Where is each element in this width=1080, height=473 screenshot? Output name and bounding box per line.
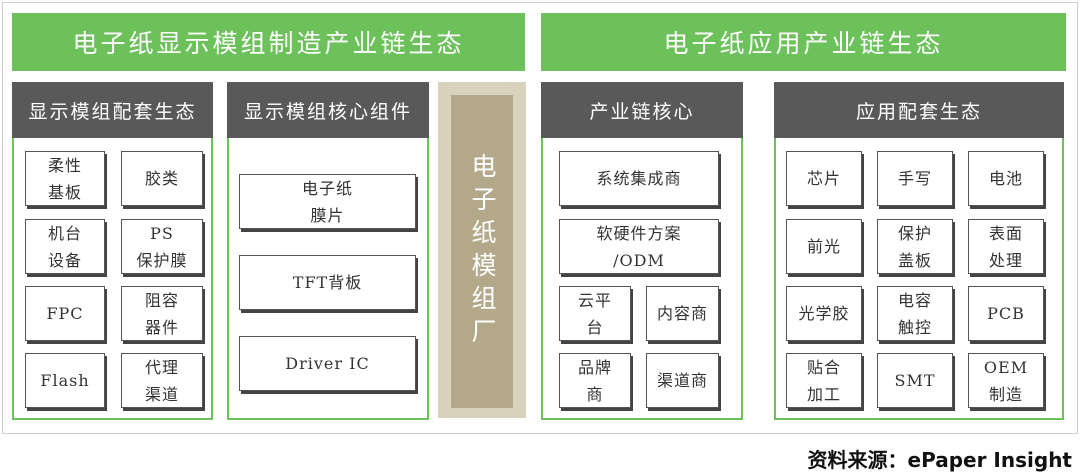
item-front-light: 前光	[786, 219, 862, 274]
item-oem-manufacturing: OEM 制造	[968, 353, 1044, 408]
item-system-integrator: 系统集成商	[559, 151, 719, 206]
diagram-frame	[2, 2, 1078, 434]
item-tft-backplane: TFT背板	[239, 255, 416, 310]
panel-title: 应用配套生态	[774, 82, 1064, 138]
item-ps-protective-film: PS 保护膜	[121, 219, 203, 274]
item-protective-cover: 保护 盖板	[877, 219, 953, 274]
panel-title: 显示模组核心组件	[227, 82, 429, 138]
item-capacitive-touch: 电容 触控	[877, 286, 953, 341]
item-channel-dealer: 渠道商	[646, 353, 719, 408]
item-smt: SMT	[877, 353, 953, 408]
item-flexible-substrate: 柔性 基板	[25, 151, 105, 206]
item-software-hardware-odm: 软硬件方案 /ODM	[559, 219, 719, 274]
item-surface-treatment: 表面 处理	[968, 219, 1044, 274]
item-fpc: FPC	[25, 286, 105, 341]
item-machine-equipment: 机台 设备	[25, 219, 105, 274]
item-content-provider: 内容商	[646, 286, 719, 341]
item-brand-owner: 品牌 商	[559, 353, 631, 408]
panel-title: 显示模组配套生态	[12, 82, 213, 138]
item-rc-components: 阻容 器件	[121, 286, 203, 341]
item-adhesives: 胶类	[121, 151, 203, 206]
item-flash: Flash	[25, 353, 105, 408]
banner-display-module-ecosystem: 电子纸显示模组制造产业链生态	[12, 13, 525, 71]
item-handwriting: 手写	[877, 151, 953, 206]
item-epaper-film: 电子纸 膜片	[239, 174, 416, 229]
item-optical-adhesive: 光学胶	[786, 286, 862, 341]
item-pcb: PCB	[968, 286, 1044, 341]
item-driver-ic: Driver IC	[239, 336, 416, 391]
item-chip: 芯片	[786, 151, 862, 206]
item-cloud-platform: 云平 台	[559, 286, 631, 341]
banner-application-ecosystem: 电子纸应用产业链生态	[541, 13, 1066, 71]
panel-title: 产业链核心	[541, 82, 743, 138]
item-lamination: 贴合 加工	[786, 353, 862, 408]
item-battery: 电池	[968, 151, 1044, 206]
item-agent-channels: 代理 渠道	[121, 353, 203, 408]
source-caption: 资料来源：ePaper Insight	[807, 448, 1072, 472]
epaper-module-factory: 电子纸模组厂	[451, 95, 513, 408]
